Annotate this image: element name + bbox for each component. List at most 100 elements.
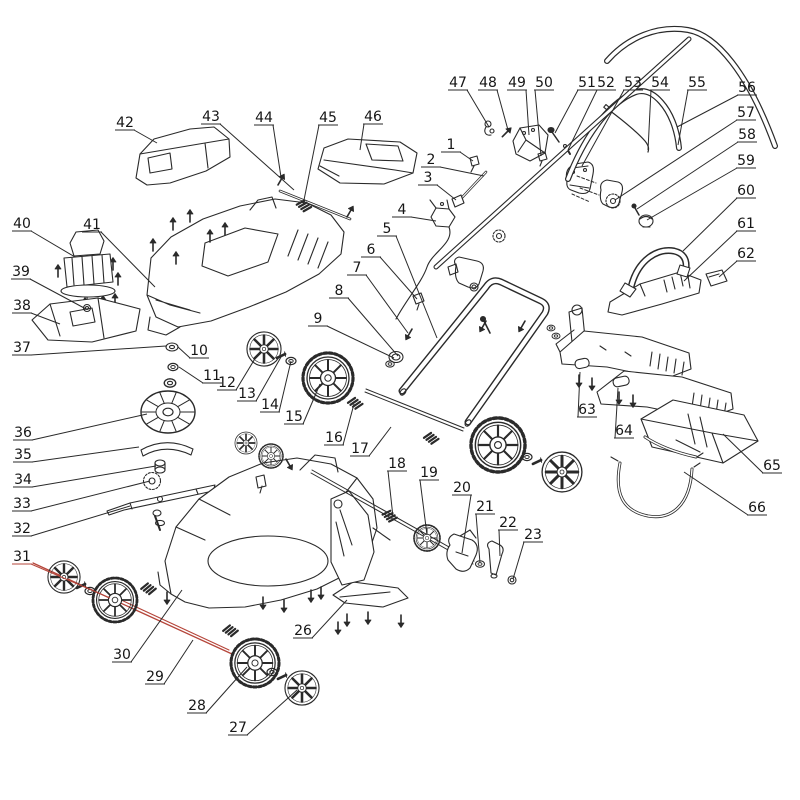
callout-50: 50 bbox=[534, 75, 554, 157]
part-number-12: 12 bbox=[218, 375, 236, 391]
bag-frame bbox=[610, 435, 704, 519]
part-number-65: 65 bbox=[763, 458, 781, 474]
part-number-9: 9 bbox=[314, 311, 323, 327]
callout-43: 43 bbox=[201, 109, 295, 191]
part-number-60: 60 bbox=[737, 183, 755, 199]
part-number-28: 28 bbox=[188, 698, 206, 714]
callout-32: 32 bbox=[12, 505, 131, 537]
part-number-38: 38 bbox=[13, 298, 31, 314]
battery-cover bbox=[317, 138, 418, 185]
power-plug bbox=[395, 199, 456, 320]
callout-18: 18 bbox=[387, 456, 407, 518]
part-number-33: 33 bbox=[13, 496, 31, 512]
callout-8: 8 bbox=[329, 283, 399, 357]
callout-2: 2 bbox=[421, 152, 485, 177]
callout-17: 17 bbox=[350, 426, 392, 457]
part-number-18: 18 bbox=[388, 456, 406, 472]
mower-deck bbox=[157, 454, 391, 636]
callout-31: 31 bbox=[12, 549, 111, 599]
callout-27: 27 bbox=[228, 689, 298, 736]
callout-29: 29 bbox=[145, 639, 194, 685]
part-number-14: 14 bbox=[261, 397, 279, 413]
callout-5: 5 bbox=[377, 221, 438, 339]
callout-40: 40 bbox=[12, 216, 76, 258]
callout-21: 21 bbox=[475, 499, 495, 564]
callout-12: 12 bbox=[217, 356, 257, 391]
part-number-26: 26 bbox=[294, 623, 312, 639]
callout-44: 44 bbox=[254, 110, 282, 178]
carry-handle bbox=[619, 247, 691, 298]
callout-41: 41 bbox=[82, 217, 156, 288]
part-number-57: 57 bbox=[737, 105, 755, 121]
callout-7: 7 bbox=[347, 260, 409, 334]
part-number-34: 34 bbox=[14, 472, 32, 488]
part-number-35: 35 bbox=[14, 447, 32, 463]
part-number-46: 46 bbox=[364, 109, 382, 125]
blade-bolt bbox=[152, 509, 166, 531]
part-number-10: 10 bbox=[190, 343, 208, 359]
callout-49: 49 bbox=[507, 75, 530, 136]
handle-clamp-left bbox=[447, 229, 506, 334]
callout-19: 19 bbox=[419, 465, 439, 536]
part-number-15: 15 bbox=[285, 409, 303, 425]
callout-13: 13 bbox=[237, 356, 282, 402]
part-number-21: 21 bbox=[476, 499, 494, 515]
part-number-6: 6 bbox=[367, 242, 376, 258]
callout-42: 42 bbox=[115, 115, 158, 144]
callout-30: 30 bbox=[112, 589, 183, 663]
upper-housing bbox=[146, 196, 345, 336]
part-number-55: 55 bbox=[688, 75, 706, 91]
callout-layer: 1234567891011121314151617181920212223262… bbox=[11, 75, 782, 736]
part-number-20: 20 bbox=[453, 480, 471, 496]
part-number-48: 48 bbox=[479, 75, 497, 91]
callout-61: 61 bbox=[683, 216, 756, 282]
part-number-16: 16 bbox=[325, 430, 343, 446]
callout-54: 54 bbox=[647, 75, 670, 151]
part-number-7: 7 bbox=[353, 260, 362, 276]
small-discs bbox=[234, 431, 296, 494]
callout-28: 28 bbox=[187, 666, 248, 714]
part-number-17: 17 bbox=[351, 441, 369, 457]
part-number-5: 5 bbox=[383, 221, 392, 237]
lower-handle bbox=[398, 277, 550, 427]
callout-20: 20 bbox=[452, 480, 472, 554]
callout-34: 34 bbox=[13, 465, 157, 488]
part-number-42: 42 bbox=[116, 115, 134, 131]
part-number-29: 29 bbox=[146, 669, 164, 685]
part-number-39: 39 bbox=[12, 264, 30, 280]
part-number-66: 66 bbox=[748, 500, 766, 516]
part-number-44: 44 bbox=[255, 110, 273, 126]
callout-66: 66 bbox=[683, 471, 767, 516]
callout-3: 3 bbox=[418, 170, 457, 201]
blade-spacer bbox=[154, 459, 166, 474]
mounting-plate bbox=[31, 297, 141, 343]
cable-rod bbox=[274, 171, 357, 221]
callout-26: 26 bbox=[293, 599, 348, 639]
callout-36: 36 bbox=[13, 413, 148, 441]
part-number-49: 49 bbox=[508, 75, 526, 91]
part-number-40: 40 bbox=[13, 216, 31, 232]
part-number-54: 54 bbox=[651, 75, 669, 91]
part-number-32: 32 bbox=[13, 521, 31, 537]
part-number-53: 53 bbox=[624, 75, 642, 91]
throttle-rod bbox=[451, 155, 488, 208]
right-wheel-group bbox=[245, 330, 584, 494]
part-number-19: 19 bbox=[420, 465, 438, 481]
callout-55: 55 bbox=[677, 75, 707, 146]
callout-14: 14 bbox=[260, 360, 292, 413]
callout-15: 15 bbox=[284, 383, 321, 425]
part-number-58: 58 bbox=[738, 127, 756, 143]
callout-16: 16 bbox=[324, 403, 355, 446]
callout-4: 4 bbox=[392, 202, 437, 222]
part-number-62: 62 bbox=[737, 246, 755, 262]
part-number-8: 8 bbox=[335, 283, 344, 299]
callout-56: 56 bbox=[676, 80, 757, 128]
part-number-36: 36 bbox=[14, 425, 32, 441]
callout-22: 22 bbox=[498, 515, 518, 557]
part-number-37: 37 bbox=[13, 340, 31, 356]
part-number-30: 30 bbox=[113, 647, 131, 663]
part-number-52: 52 bbox=[597, 75, 615, 91]
callout-60: 60 bbox=[682, 183, 756, 252]
callout-48: 48 bbox=[478, 75, 509, 131]
